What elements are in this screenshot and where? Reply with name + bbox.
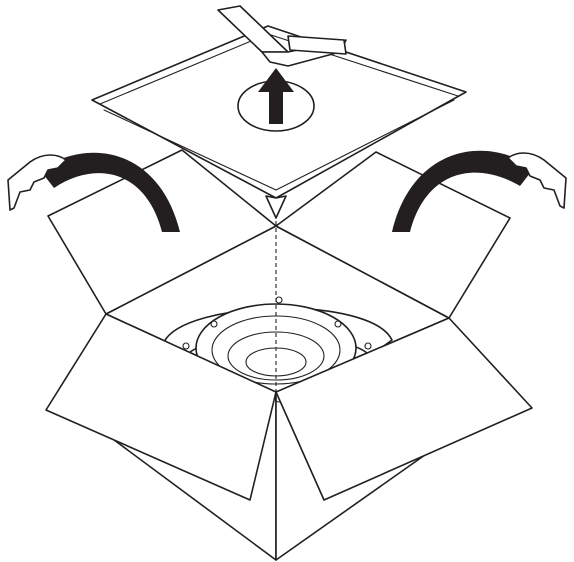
- lid-tip: [266, 196, 286, 218]
